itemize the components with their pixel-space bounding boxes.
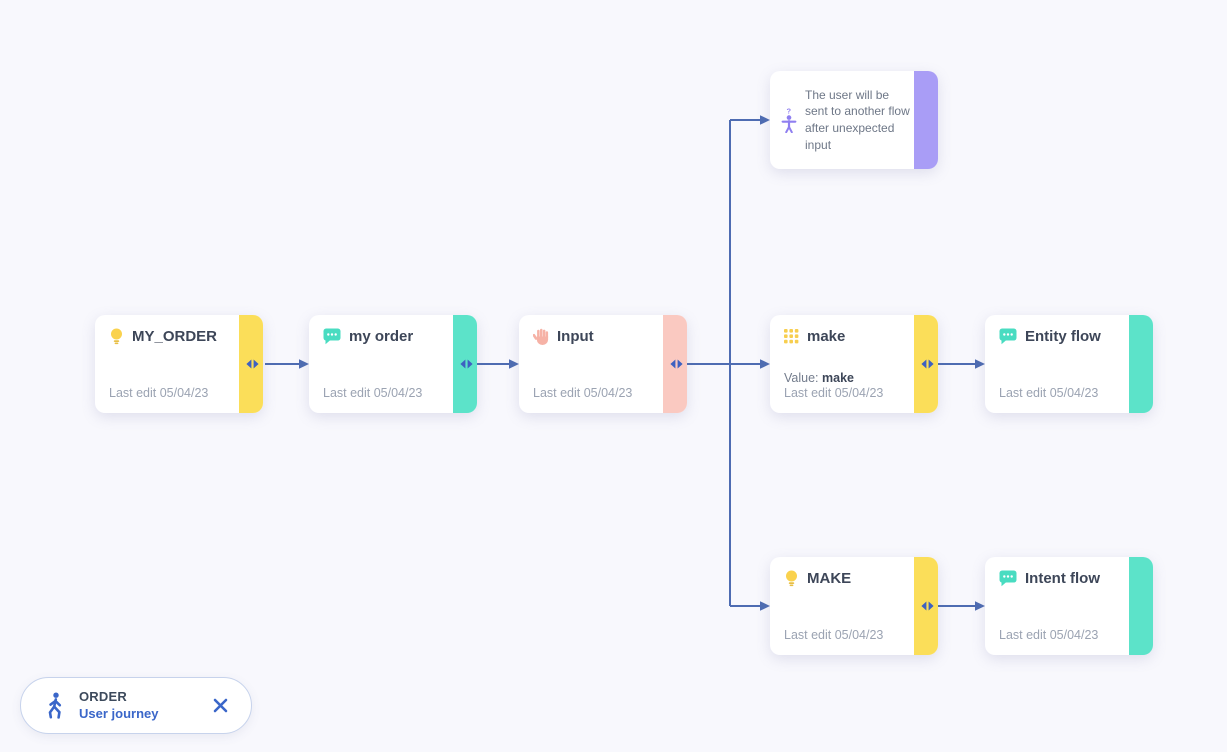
lightbulb-icon — [109, 328, 124, 345]
journey-title: ORDER — [79, 689, 127, 705]
last-edit-label: Last edit 05/04/23 — [533, 386, 633, 401]
user-journey-pill[interactable]: ORDER User journey — [20, 677, 252, 734]
node-title: Intent flow — [1025, 570, 1100, 587]
last-edit-label: Last edit 05/04/23 — [999, 628, 1099, 643]
node-accent-bar — [1129, 557, 1153, 655]
node-title: Entity flow — [1025, 328, 1101, 345]
grid-icon — [784, 329, 799, 344]
last-edit-label: Last edit 05/04/23 — [109, 386, 209, 401]
journey-subtitle: User journey — [79, 705, 159, 721]
node-entity-flow[interactable]: Entity flow Last edit 05/04/23 — [985, 315, 1153, 413]
last-edit-label: Last edit 05/04/23 — [784, 386, 884, 401]
lightbulb-icon — [784, 570, 799, 587]
node-user-input[interactable]: Input Last edit 05/04/23 — [519, 315, 687, 413]
journey-pill-text: ORDER User journey — [79, 689, 158, 722]
node-make-intent[interactable]: MAKE Last edit 05/04/23 — [770, 557, 938, 655]
node-title: Input — [557, 328, 594, 345]
last-edit-label: Last edit 05/04/23 — [999, 386, 1099, 401]
connector-handle-icon[interactable] — [921, 359, 934, 370]
value-label: Value: — [784, 370, 819, 385]
value-line: Value: make — [784, 371, 908, 387]
node-accent-bar — [914, 71, 938, 169]
node-title: make — [807, 328, 846, 345]
node-my-order-intent[interactable]: MY_ORDER Last edit 05/04/23 — [95, 315, 263, 413]
node-title: MY_ORDER — [132, 328, 218, 345]
node-accent-bar — [1129, 315, 1153, 413]
node-title: MAKE — [807, 570, 852, 587]
fallback-description: The user will be sent to another flow af… — [805, 87, 910, 152]
node-fallback[interactable]: ? The user will be sent to another flow … — [770, 71, 938, 169]
last-edit-label: Last edit 05/04/23 — [323, 386, 423, 401]
chat-bubble-icon — [999, 570, 1017, 587]
hand-icon — [533, 328, 549, 345]
node-entity-make[interactable]: make Value: make Last edit 05/04/23 — [770, 315, 938, 413]
chat-bubble-icon — [323, 328, 341, 345]
close-icon[interactable] — [209, 695, 231, 717]
last-edit-label: Last edit 05/04/23 — [784, 628, 884, 643]
chat-bubble-icon — [999, 328, 1017, 345]
svg-text:?: ? — [787, 107, 792, 116]
user-question-icon: ? — [780, 107, 798, 133]
connector-handle-icon[interactable] — [460, 359, 473, 370]
connector-handle-icon[interactable] — [246, 359, 259, 370]
connector-handle-icon[interactable] — [921, 601, 934, 612]
connector-handle-icon[interactable] — [670, 359, 683, 370]
walking-person-icon — [43, 692, 66, 719]
value-text: make — [822, 370, 854, 385]
node-intent-flow[interactable]: Intent flow Last edit 05/04/23 — [985, 557, 1153, 655]
node-my-order-message[interactable]: my order Last edit 05/04/23 — [309, 315, 477, 413]
node-title: my order — [349, 328, 414, 345]
